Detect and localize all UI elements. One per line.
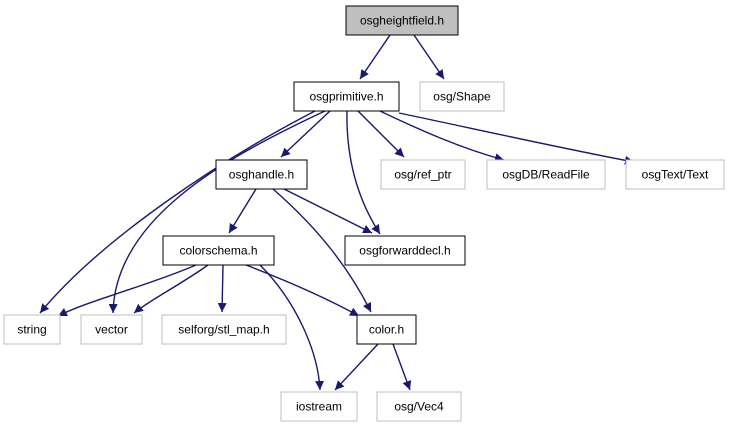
node-box — [215, 159, 308, 190]
edge-osgheightfield-to-osgprimitive — [359, 34, 391, 80]
node-osgforwarddecl[interactable]: osgforwarddecl.h — [344, 235, 466, 266]
node-osgshape: osg/Shape — [419, 81, 505, 112]
node-label: osghandle.h — [229, 168, 294, 182]
node-vec4: osg/Vec4 — [376, 391, 462, 422]
node-label: osgforwarddecl.h — [359, 244, 450, 258]
node-osghandle[interactable]: osghandle.h — [215, 159, 308, 190]
edge-colorschema-to-color — [245, 264, 360, 317]
node-iostream: iostream — [280, 391, 358, 422]
node-box — [3, 314, 61, 345]
node-refptr: osg/ref_ptr — [380, 159, 466, 190]
node-vector: vector — [80, 314, 143, 345]
edge-osgheightfield-to-osgshape — [413, 34, 445, 80]
node-stlmap: selforg/stl_map.h — [161, 314, 287, 345]
node-box — [419, 81, 505, 112]
node-box — [376, 391, 462, 422]
node-box — [380, 159, 466, 190]
node-box — [356, 314, 417, 345]
node-box — [162, 235, 275, 266]
node-label: osg/Vec4 — [394, 400, 444, 414]
node-label: osgheightfield.h — [360, 14, 444, 28]
edge-osgprimitive-to-osghandle — [280, 110, 331, 158]
node-label: colorschema.h — [179, 244, 257, 258]
node-box — [280, 391, 358, 422]
edge-osgprimitive-to-osgtext — [398, 112, 635, 165]
edge-osghandle-to-osgforwarddecl — [283, 188, 373, 234]
node-osgprimitive[interactable]: osgprimitive.h — [293, 81, 400, 112]
node-label: selforg/stl_map.h — [178, 323, 269, 337]
edge-osgprimitive-to-string — [39, 110, 316, 314]
node-osgheightfield[interactable]: osgheightfield.h — [345, 5, 459, 36]
node-osgtext: osgText/Text — [625, 159, 725, 190]
node-box — [80, 314, 143, 345]
node-color[interactable]: color.h — [356, 314, 417, 345]
node-box — [293, 81, 400, 112]
node-box — [486, 159, 606, 190]
edge-color-to-iostream — [334, 343, 379, 391]
node-label: osgprimitive.h — [309, 90, 383, 104]
node-string: string — [3, 314, 61, 345]
node-readfile: osgDB/ReadFile — [486, 159, 606, 190]
node-label: iostream — [296, 400, 342, 414]
node-label: vector — [95, 323, 128, 337]
edge-color-to-vec4 — [392, 343, 412, 391]
edge-osghandle-to-color — [272, 188, 372, 313]
edge-colorschema-to-string — [57, 264, 197, 317]
node-label: osg/Shape — [433, 90, 491, 104]
edge-colorschema-to-vector — [133, 264, 209, 314]
edge-colorschema-to-iostream — [259, 264, 325, 391]
node-box — [625, 159, 725, 190]
node-label: osg/ref_ptr — [394, 168, 451, 182]
node-box — [345, 5, 459, 36]
edge-osgprimitive-to-osgforwarddecl — [346, 110, 381, 235]
node-box — [344, 235, 466, 266]
edge-osgprimitive-to-refptr — [357, 110, 405, 158]
node-box — [161, 314, 287, 345]
node-label: osgText/Text — [642, 168, 709, 182]
edge-osghandle-to-colorschema — [228, 188, 257, 234]
node-colorschema[interactable]: colorschema.h — [162, 235, 275, 266]
edge-colorschema-to-stlmap — [217, 264, 227, 313]
edge-osgprimitive-to-readfile — [379, 110, 505, 162]
node-label: string — [17, 323, 46, 337]
node-label: color.h — [369, 323, 404, 337]
node-label: osgDB/ReadFile — [502, 168, 590, 182]
edge-osgprimitive-to-vector — [108, 110, 326, 314]
